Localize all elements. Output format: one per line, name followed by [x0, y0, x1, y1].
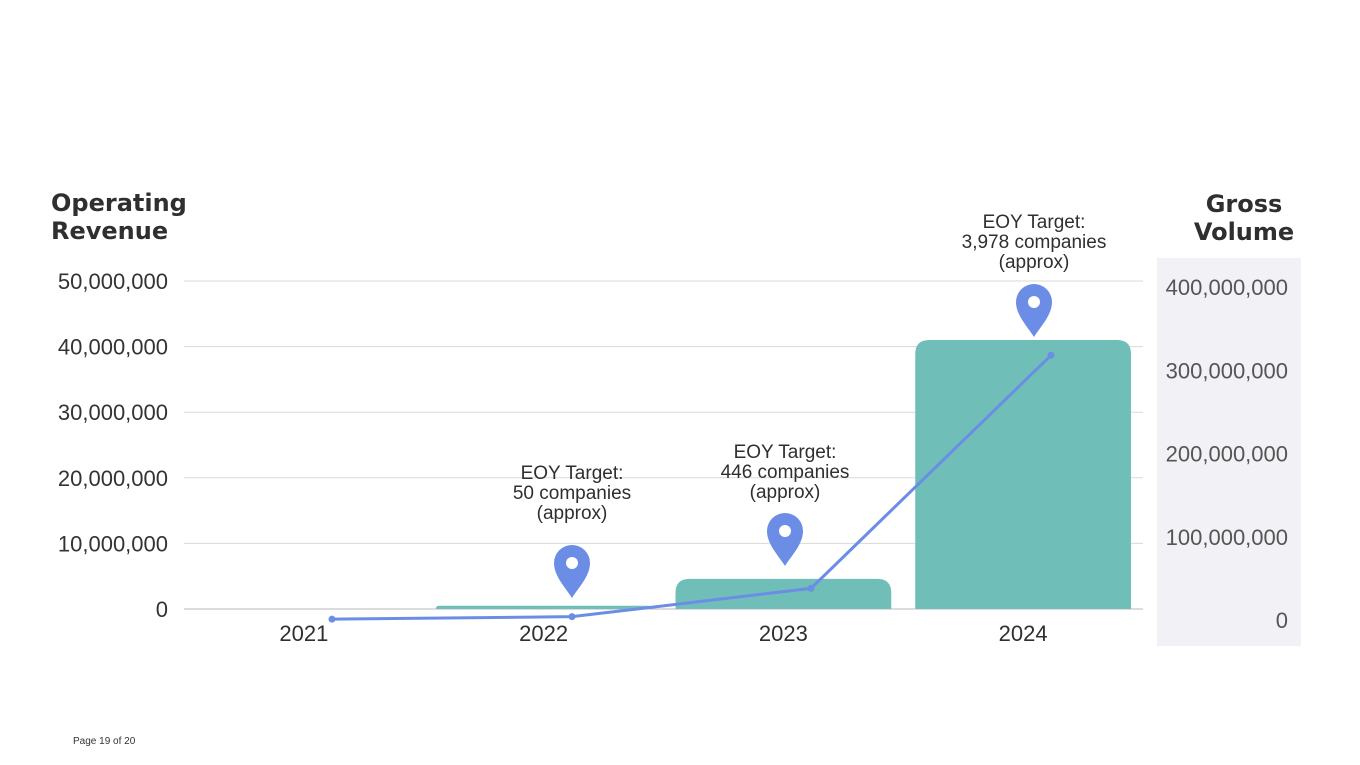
pin-hole — [566, 557, 578, 569]
target-annotation-line: EOY Target: — [521, 463, 624, 484]
gross-volume-line — [331, 354, 1053, 621]
target-annotation: EOY Target:50 companies(approx) — [513, 463, 631, 524]
right-axis-tick: 0 — [1276, 608, 1288, 633]
target-annotation-line: (approx) — [537, 503, 608, 524]
gross-volume-point — [568, 613, 576, 621]
left-axis-tick: 50,000,000 — [58, 269, 168, 294]
left-axis-tick: 20,000,000 — [58, 466, 168, 491]
right-axis-tick: 300,000,000 — [1166, 358, 1288, 383]
target-annotation: EOY Target:3,978 companies(approx) — [962, 212, 1107, 273]
gross-volume-point — [328, 615, 336, 623]
pin-hole — [779, 525, 791, 537]
left-axis-tick: 10,000,000 — [58, 531, 168, 556]
gross-volume-point — [807, 584, 815, 592]
right-axis-title-line: Volume — [1194, 218, 1294, 246]
location-pin-icon — [1016, 284, 1052, 337]
x-axis-tick: 2023 — [759, 621, 808, 646]
right-axis-tick: 400,000,000 — [1166, 275, 1288, 300]
bar-2022 — [435, 605, 652, 609]
target-annotation-line: (approx) — [999, 252, 1070, 273]
target-annotation-line: 446 companies — [721, 462, 850, 483]
pin-shape — [1016, 284, 1052, 337]
left-axis-title-line: Revenue — [51, 217, 168, 245]
target-annotation-line: (approx) — [750, 482, 821, 503]
x-axis-tick: 2024 — [999, 621, 1048, 646]
bar-2024 — [915, 340, 1131, 609]
bar-2023 — [675, 578, 892, 609]
page-number: Page 19 of 20 — [73, 736, 136, 747]
right-axis-title-line: Gross — [1206, 190, 1283, 218]
pin-hole — [1028, 296, 1040, 308]
right-axis-tick: 200,000,000 — [1166, 442, 1288, 467]
gross-volume-point — [1047, 351, 1055, 359]
target-annotation-line: EOY Target: — [983, 212, 1086, 233]
location-pin-icon — [767, 513, 803, 566]
target-annotation-line: EOY Target: — [734, 442, 837, 463]
pin-shape — [554, 545, 590, 598]
target-annotation-line: 3,978 companies — [962, 232, 1107, 253]
target-annotation: EOY Target:446 companies(approx) — [721, 442, 850, 503]
pin-shape — [767, 513, 803, 566]
left-axis-title-line: Operating — [51, 189, 187, 217]
left-axis-tick: 0 — [156, 597, 168, 622]
right-axis-panel — [1157, 258, 1301, 646]
left-axis-tick: 30,000,000 — [58, 400, 168, 425]
left-axis-tick: 40,000,000 — [58, 335, 168, 360]
x-axis-tick: 2021 — [279, 621, 328, 646]
target-annotation-line: 50 companies — [513, 483, 631, 504]
right-axis-tick: 100,000,000 — [1166, 525, 1288, 550]
x-axis-tick: 2022 — [519, 621, 568, 646]
location-pin-icon — [554, 545, 590, 598]
